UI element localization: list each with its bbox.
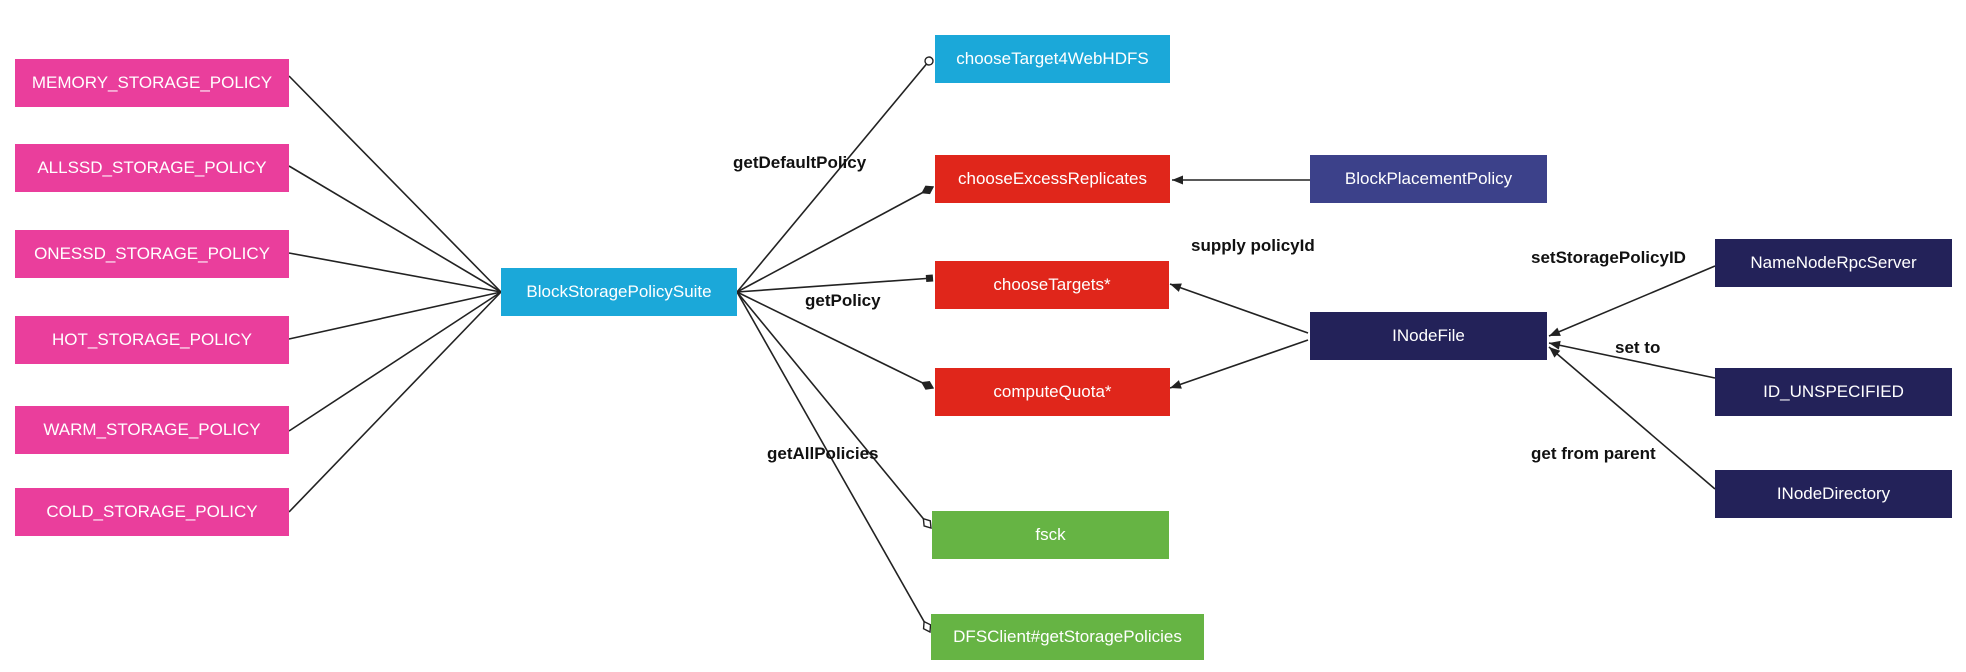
edge-suite-to-excess-head xyxy=(921,185,935,195)
edge-label-get-from-parent: get from parent xyxy=(1531,444,1656,463)
edge-idunspec-to-inodefile-line xyxy=(1548,342,1716,379)
choose-target-webhdfs-node: chooseTarget4WebHDFS xyxy=(935,35,1170,83)
edge-suite-to-dfsclient-line xyxy=(736,291,931,633)
edge-suite-to-webhdfs-head xyxy=(924,56,934,66)
edge-inodedir-to-inodefile-head xyxy=(1549,347,1561,358)
edge-inodefile-to-quota-head xyxy=(1170,380,1182,389)
edge-policy-6-to-suite-line xyxy=(288,291,502,513)
edge-inodefile-to-targets-line xyxy=(1169,283,1309,334)
edge-policy-4-to-suite-line xyxy=(288,291,502,340)
edge-suite-to-fsck-line xyxy=(736,291,932,529)
edge-suite-to-quota-head xyxy=(921,381,935,390)
edge-nnrpc-to-inodefile-line xyxy=(1548,265,1716,337)
edge-inodefile-to-quota-line xyxy=(1169,339,1309,389)
choose-excess-replicates-node: chooseExcessReplicates xyxy=(935,155,1170,203)
dfsclient-get-storage-policies-node: DFSClient#getStoragePolicies xyxy=(931,614,1204,660)
edge-suite-to-targets-line xyxy=(736,277,934,293)
namenode-rpc-server-node: NameNodeRpcServer xyxy=(1715,239,1952,287)
inode-file-node: INodeFile xyxy=(1310,312,1547,360)
edge-suite-to-fsck-head xyxy=(922,517,932,529)
choose-targets-node: chooseTargets* xyxy=(935,261,1169,309)
edge-suite-to-excess-line xyxy=(736,186,934,293)
block-storage-policy-suite-node: BlockStoragePolicySuite xyxy=(501,268,737,316)
warm-storage-policy-node: WARM_STORAGE_POLICY xyxy=(15,406,289,454)
edge-idunspec-to-inodefile-head xyxy=(1549,340,1561,350)
allssd-storage-policy-node: ALLSSD_STORAGE_POLICY xyxy=(15,144,289,192)
compute-quota-node: computeQuota* xyxy=(935,368,1170,416)
block-placement-policy-node: BlockPlacementPolicy xyxy=(1310,155,1547,203)
edge-label-get-all-policies: getAllPolicies xyxy=(767,444,879,463)
diagram-edges xyxy=(288,56,1716,634)
memory-storage-policy-node: MEMORY_STORAGE_POLICY xyxy=(15,59,289,107)
edge-nnrpc-to-inodefile-head xyxy=(1549,327,1561,336)
fsck-node: fsck xyxy=(932,511,1169,559)
edge-suite-to-webhdfs-line xyxy=(736,60,930,293)
edge-label-get-default-policy: getDefaultPolicy xyxy=(733,153,867,172)
hot-storage-policy-node: HOT_STORAGE_POLICY xyxy=(15,316,289,364)
onessd-storage-policy-node: ONESSD_STORAGE_POLICY xyxy=(15,230,289,278)
inode-directory-node: INodeDirectory xyxy=(1715,470,1952,518)
id-unspecified-node: ID_UNSPECIFIED xyxy=(1715,368,1952,416)
edge-label-set-to: set to xyxy=(1615,338,1661,357)
edge-bpp-to-excess-head xyxy=(1172,175,1183,185)
edge-inodedir-to-inodefile-line xyxy=(1548,346,1716,490)
edge-policy-3-to-suite-line xyxy=(288,252,502,293)
edge-policy-5-to-suite-line xyxy=(288,291,502,432)
edge-policy-2-to-suite-line xyxy=(288,165,502,293)
edge-label-get-policy: getPolicy xyxy=(805,291,881,310)
edge-suite-to-targets-head xyxy=(925,274,934,282)
edge-policy-1-to-suite-line xyxy=(288,75,502,293)
edge-suite-to-dfsclient-head xyxy=(922,620,932,634)
edge-inodefile-to-targets-head xyxy=(1170,283,1182,292)
edge-suite-to-quota-line xyxy=(736,291,934,389)
edge-label-supply-policy-id: supply policyId xyxy=(1191,236,1315,255)
edge-label-set-storage-policy-id: setStoragePolicyID xyxy=(1531,248,1686,267)
cold-storage-policy-node: COLD_STORAGE_POLICY xyxy=(15,488,289,536)
